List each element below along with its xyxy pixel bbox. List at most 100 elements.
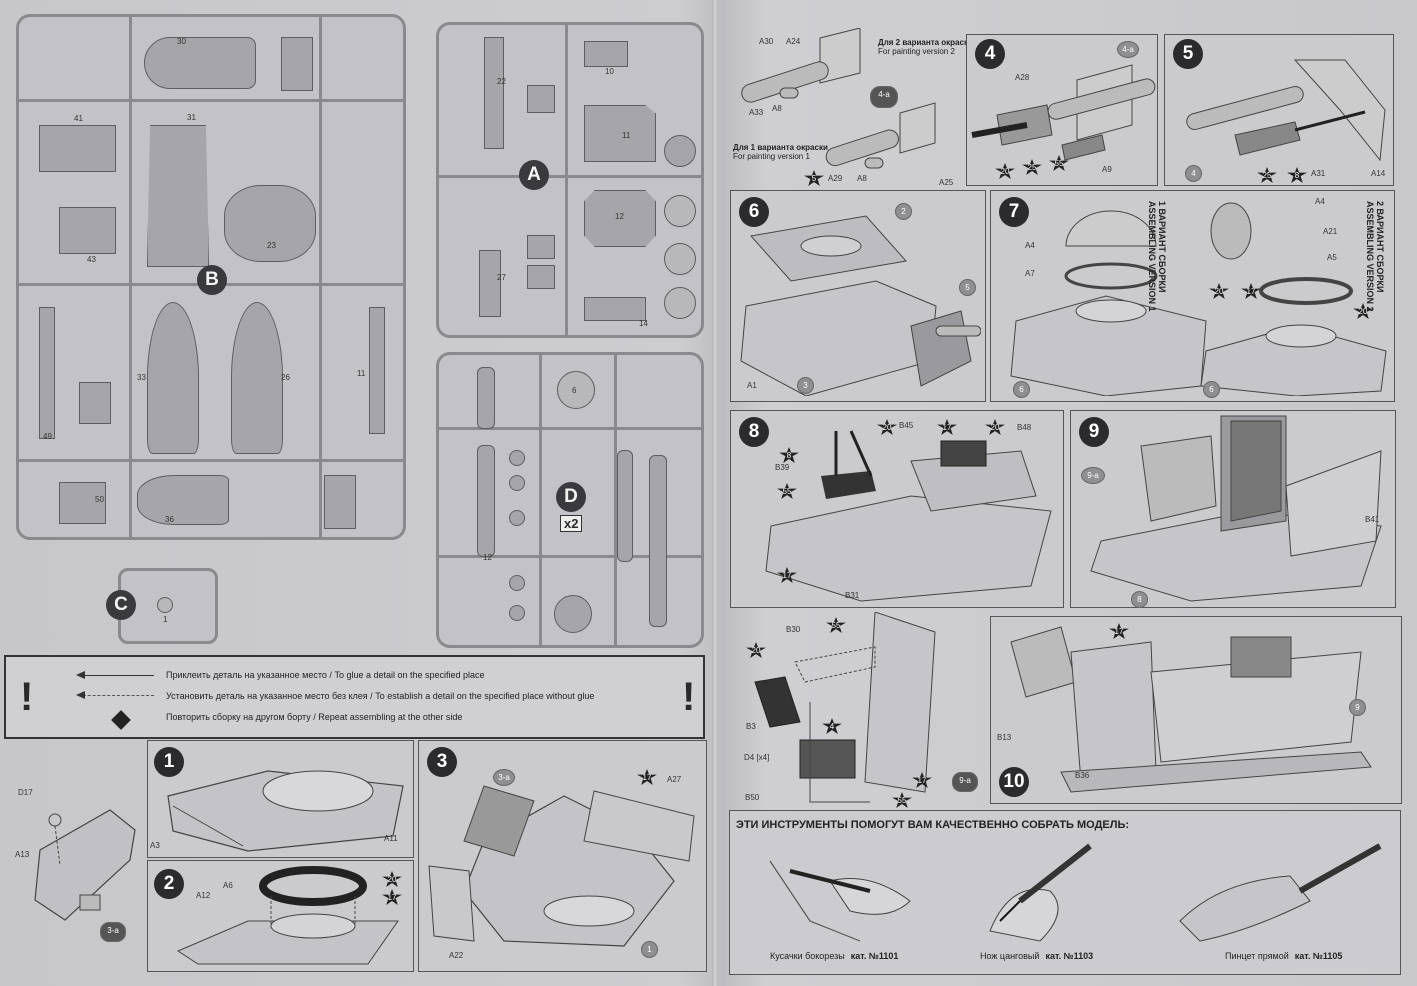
part-label: A14 xyxy=(1371,169,1386,178)
assembly-ref: 2 xyxy=(895,203,912,220)
step-10-drawing xyxy=(1010,626,1372,793)
step-7: 7 A4 A7 A4 A21 A5 6 6 20 17 20 1 ВАРИАНТ… xyxy=(990,190,1395,402)
repeat-symbol-icon xyxy=(111,710,131,730)
part-label: A33 xyxy=(749,108,764,117)
part-label: A29 xyxy=(828,174,843,183)
tools-title: ЭТИ ИНСТРУМЕНТЫ ПОМОГУТ ВАМ КАЧЕСТВЕННО … xyxy=(736,819,1130,831)
part-label: A13 xyxy=(15,850,30,859)
hobby-knife-illustration xyxy=(989,843,1092,942)
step-number: 6 xyxy=(739,197,769,227)
part-label: B36 xyxy=(1075,771,1090,780)
legend-warning-left: ! xyxy=(20,675,34,719)
part-label: A6 xyxy=(223,881,233,890)
step-number: 9 xyxy=(1079,417,1109,447)
part-label: A4 xyxy=(1315,197,1325,206)
painting-version-2-note: Для 2 варианта окраски For painting vers… xyxy=(878,38,973,56)
assembly-ref: 1 xyxy=(641,941,658,958)
step-6: 6 2 3 5 A1 xyxy=(730,190,986,402)
step-1-drawing xyxy=(167,770,404,852)
noglue-arrow xyxy=(76,691,154,699)
part-label: B31 xyxy=(845,591,860,600)
legend-warning-right: ! xyxy=(682,675,696,719)
sub-step-ref: 4-a xyxy=(1117,41,1139,58)
part-label: A24 xyxy=(786,37,801,46)
step-1: 1 A3 A11 xyxy=(147,740,414,858)
step-number: 4 xyxy=(975,39,1005,69)
assembly-ref: 8 xyxy=(1131,591,1148,608)
assembling-version-1-label: 1 ВАРИАНТ СБОРКИ ASSEMBLING VERSION 1 xyxy=(1147,201,1167,312)
sprue-b-label: B xyxy=(197,265,227,295)
step-4: 4 4-a A28 A9 20 25 55 xyxy=(966,34,1158,186)
part-label: B30 xyxy=(786,625,801,634)
step-9-drawing xyxy=(1090,415,1382,602)
assembly-ref: 6 xyxy=(1013,381,1030,398)
part-label: A9 xyxy=(1102,165,1112,174)
part-label: A5 xyxy=(1327,253,1337,262)
assembly-ref: 5 xyxy=(959,279,976,296)
step-8: 8 B39 B45 B48 B31 8 20 17 20 55 17 xyxy=(730,410,1064,608)
step-9: 9 9-a 8 B41 xyxy=(1070,410,1396,608)
part-label: D17 xyxy=(18,788,33,797)
part-label: A22 xyxy=(449,951,464,960)
step-5: 5 4 25 8 A31 A14 xyxy=(1164,34,1394,186)
glue-arrow xyxy=(76,671,154,679)
step-4a-number: 4-a xyxy=(870,86,898,108)
part-label: B41 xyxy=(1365,515,1380,524)
assembly-ref: 9 xyxy=(1349,699,1366,716)
side-cutters-illustration xyxy=(769,860,911,942)
part-label: A8 xyxy=(857,174,867,183)
step-2: 2 A6 A12 20 17 xyxy=(147,860,414,972)
part-label: A7 xyxy=(1025,269,1035,278)
part-label: B48 xyxy=(1017,423,1032,432)
sprue-d-multiplier: x2 xyxy=(560,515,583,532)
legend-row-glue: Приклеить деталь на указанное место / To… xyxy=(166,670,485,680)
part-label: B50 xyxy=(745,793,760,802)
part-label: A11 xyxy=(384,834,398,843)
sprue-a: 10 11 12 14 22 27 xyxy=(436,22,704,338)
legend-row-repeat: Повторить сборку на другом борту / Repea… xyxy=(166,712,463,722)
part-label: A25 xyxy=(939,178,954,187)
assembly-ref: 6 xyxy=(1203,381,1220,398)
step-4a-drawing xyxy=(741,28,936,169)
part-label: A31 xyxy=(1311,169,1326,178)
step-9a-number: 9-a xyxy=(952,772,978,792)
step-9a-drawing xyxy=(754,612,936,803)
sub-step-ref: 3-a xyxy=(493,769,515,786)
part-label: A27 xyxy=(667,775,682,784)
step-number: 8 xyxy=(739,417,769,447)
part-label: A12 xyxy=(196,891,211,900)
legend-row-noglue: Установить деталь на указанное место без… xyxy=(166,691,595,701)
step-number: 7 xyxy=(999,197,1029,227)
tweezers-illustration xyxy=(1179,843,1382,942)
part-label: A8 xyxy=(772,104,782,113)
step-3a-number: 3-a xyxy=(100,922,126,942)
part-label: A3 xyxy=(150,841,160,850)
legend-box: ! ! Приклеить деталь на указанное место … xyxy=(4,655,705,739)
assembly-ref: 3 xyxy=(797,377,814,394)
step-number: 2 xyxy=(154,869,184,899)
part-label: B13 xyxy=(997,733,1012,742)
step-7-drawing xyxy=(1010,202,1387,396)
part-label: A28 xyxy=(1015,73,1030,82)
part-label: A21 xyxy=(1323,227,1338,236)
page-fold xyxy=(712,0,718,986)
assembling-version-2-label: 2 ВАРИАНТ СБОРКИ ASSEMBLING VERSION 2 xyxy=(1365,201,1385,312)
step-5-drawing xyxy=(1186,59,1386,162)
part-label: A1 xyxy=(747,381,757,390)
step-8-drawing xyxy=(765,430,1052,602)
part-label: D4 [x4] xyxy=(744,753,770,762)
tools-panel: ЭТИ ИНСТРУМЕНТЫ ПОМОГУТ ВАМ КАЧЕСТВЕННО … xyxy=(729,810,1401,975)
assembly-ref: 4 xyxy=(1185,165,1202,182)
sprue-c-label: C xyxy=(106,590,136,620)
part-label: A4 xyxy=(1025,241,1035,250)
step-2-drawing xyxy=(176,866,399,965)
sprue-d-label: D xyxy=(556,482,586,512)
part-label: A30 xyxy=(759,37,774,46)
step-6-drawing xyxy=(740,215,981,396)
step-number: 1 xyxy=(154,747,184,777)
step-3-drawing xyxy=(428,785,695,947)
step-number: 3 xyxy=(427,747,457,777)
